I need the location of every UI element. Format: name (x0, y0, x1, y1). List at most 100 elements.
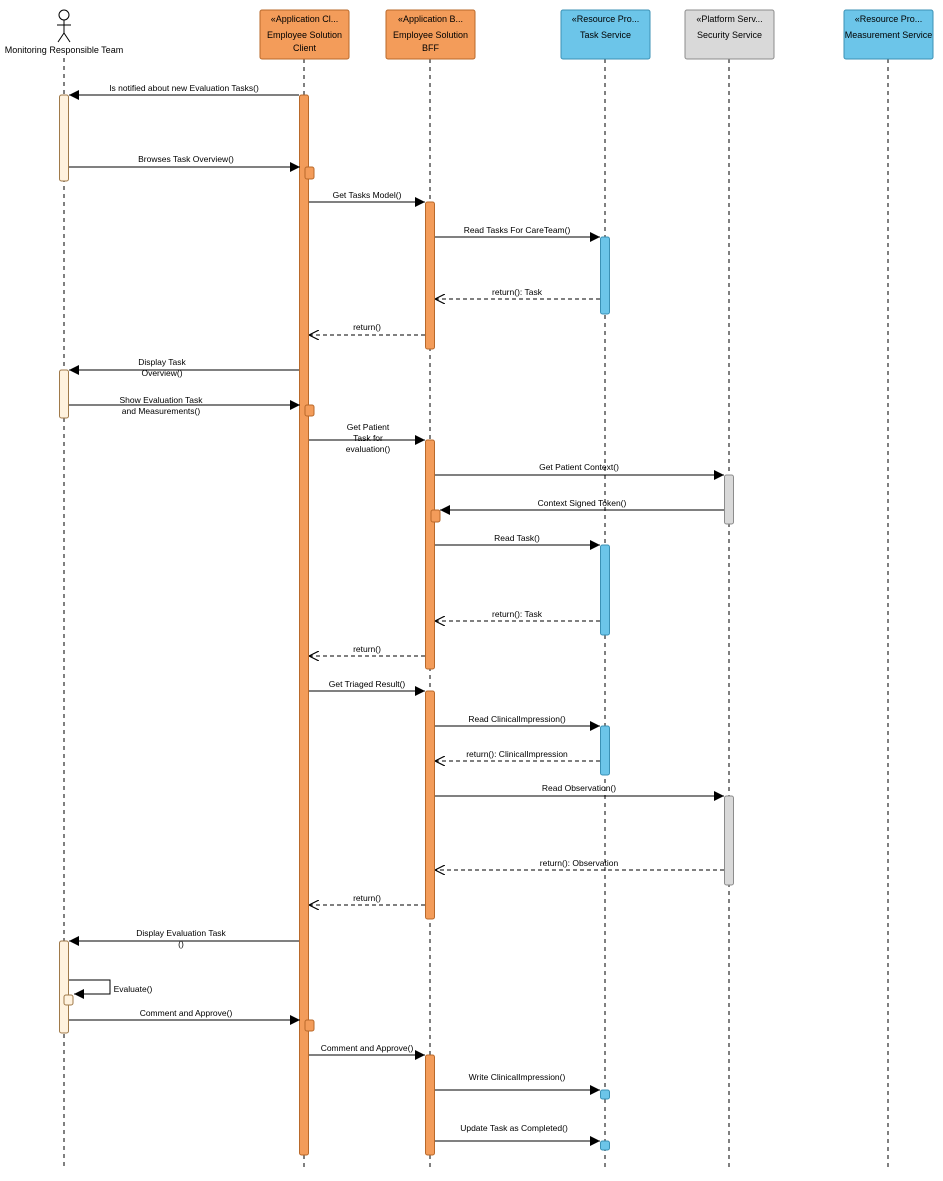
activation-bff-1 (425, 201, 435, 350)
message-label-26: Update Task as Completed() (460, 1123, 568, 1133)
lifeline-head-security: «Platform Serv... Security Service (684, 9, 775, 60)
activation-client-main (299, 94, 309, 1156)
message-label-9: Task for (353, 433, 383, 443)
activation-client-nested-3 (304, 1019, 315, 1032)
message-5: return(): Task (435, 287, 600, 299)
lifeline-name-bff: Employee Solution (393, 30, 468, 40)
lifeline-box-client (259, 9, 350, 60)
message-label-11: Context Signed Token() (538, 498, 627, 508)
message-label-8: Show Evaluation Task (119, 395, 203, 405)
message-18: Read Observation() (435, 783, 724, 801)
message-label-20: return() (353, 893, 381, 903)
lifeline-stereotype-client: «Application Cl... (271, 14, 339, 24)
message-24: Comment and Approve() (309, 1043, 425, 1060)
activation-bff-3 (425, 690, 435, 920)
message-label-16: Read ClinicalImpression() (468, 714, 565, 724)
message-label-17: return(): ClinicalImpression (466, 749, 568, 759)
message-label-22: Evaluate() (114, 984, 153, 994)
lifeline-stereotype-task: «Resource Pro... (572, 14, 640, 24)
activation-task-5 (600, 1140, 610, 1151)
message-label-3: Get Tasks Model() (333, 190, 402, 200)
message-19: return(): Observation (435, 858, 724, 870)
message-label-13: return(): Task (492, 609, 543, 619)
message-label-10: Get Patient Context() (539, 462, 619, 472)
message-label-8: and Measurements() (122, 406, 201, 416)
activation-security-2 (724, 795, 734, 886)
message-14: return() (309, 644, 425, 656)
lifeline-stereotype-bff: «Application B... (398, 14, 463, 24)
message-label-23: Comment and Approve() (140, 1008, 233, 1018)
message-label-12: Read Task() (494, 533, 540, 543)
lifeline-head-task: «Resource Pro... Task Service (560, 9, 651, 60)
lifeline-name2-client: Client (293, 43, 317, 53)
lifeline-box-bff (385, 9, 476, 60)
activation-actor-3 (59, 940, 69, 1034)
message-label-18: Read Observation() (542, 783, 616, 793)
message-20: return() (309, 893, 425, 905)
lifeline-name-security: Security Service (697, 30, 762, 40)
message-label-7: Overview() (141, 368, 182, 378)
message-label-1: Is notified about new Evaluation Tasks() (109, 83, 259, 93)
activation-bff-4 (425, 1054, 435, 1156)
message-15: Get Triaged Result() (309, 679, 425, 696)
activation-client-nested-1 (304, 166, 315, 180)
activation-bff-nested (430, 509, 441, 523)
message-10: Get Patient Context() (435, 462, 724, 480)
message-label-6: return() (353, 322, 381, 332)
message-22: Evaluate() (69, 979, 153, 999)
message-label-14: return() (353, 644, 381, 654)
activation-actor-nested (63, 994, 74, 1006)
activation-security-1 (724, 474, 734, 525)
lifeline-box-task (560, 9, 651, 60)
message-label-5: return(): Task (492, 287, 543, 297)
message-17: return(): ClinicalImpression (435, 749, 600, 761)
lifeline-box-measurement (843, 9, 934, 60)
message-label-2: Browses Task Overview() (138, 154, 234, 164)
lifeline-name-measurement: Measurement Service (845, 30, 933, 40)
activation-task-3 (600, 725, 610, 776)
message-12: Read Task() (435, 533, 600, 550)
lifeline-name-client: Employee Solution (267, 30, 342, 40)
lifeline-name-task: Task Service (580, 30, 631, 40)
actor-stick-figure-icon (57, 9, 71, 43)
message-13: return(): Task (435, 609, 600, 621)
message-label-24: Comment and Approve() (321, 1043, 414, 1053)
message-label-9: evaluation() (346, 444, 391, 454)
message-2: Browses Task Overview() (69, 154, 300, 172)
message-23: Comment and Approve() (69, 1008, 300, 1025)
actor-name: Monitoring Responsible Team (5, 45, 123, 55)
activation-task-1 (600, 236, 610, 315)
lifeline-stereotype-measurement: «Resource Pro... (855, 14, 923, 24)
message-arrow-22 (69, 979, 111, 999)
activation-task-4 (600, 1089, 610, 1100)
message-label-7: Display Task (138, 357, 186, 367)
message-11: Context Signed Token() (440, 498, 724, 515)
lifeline-head-client: «Application Cl... Employee SolutionClien… (259, 9, 350, 60)
lifeline-name2-bff: BFF (422, 43, 440, 53)
message-label-25: Write ClinicalImpression() (469, 1072, 566, 1082)
activation-actor-1 (59, 94, 69, 182)
activation-actor-2 (59, 369, 69, 419)
message-25: Write ClinicalImpression() (435, 1072, 600, 1095)
message-label-19: return(): Observation (540, 858, 619, 868)
message-label-21: Display Evaluation Task (136, 928, 226, 938)
message-label-9: Get Patient (347, 422, 390, 432)
activation-task-2 (600, 544, 610, 636)
activation-bff-2 (425, 439, 435, 670)
message-21: Display Evaluation Task() (69, 928, 299, 949)
message-6: return() (309, 322, 425, 335)
message-3: Get Tasks Model() (309, 190, 425, 207)
message-4: Read Tasks For CareTeam() (435, 225, 600, 242)
lifeline-head-measurement: «Resource Pro... Measurement Service (843, 9, 934, 60)
message-1: Is notified about new Evaluation Tasks() (69, 83, 299, 100)
message-label-4: Read Tasks For CareTeam() (464, 225, 571, 235)
activation-client-nested-2 (304, 404, 315, 417)
message-16: Read ClinicalImpression() (435, 714, 600, 731)
lifeline-box-security (684, 9, 775, 60)
lifeline-stereotype-security: «Platform Serv... (696, 14, 762, 24)
